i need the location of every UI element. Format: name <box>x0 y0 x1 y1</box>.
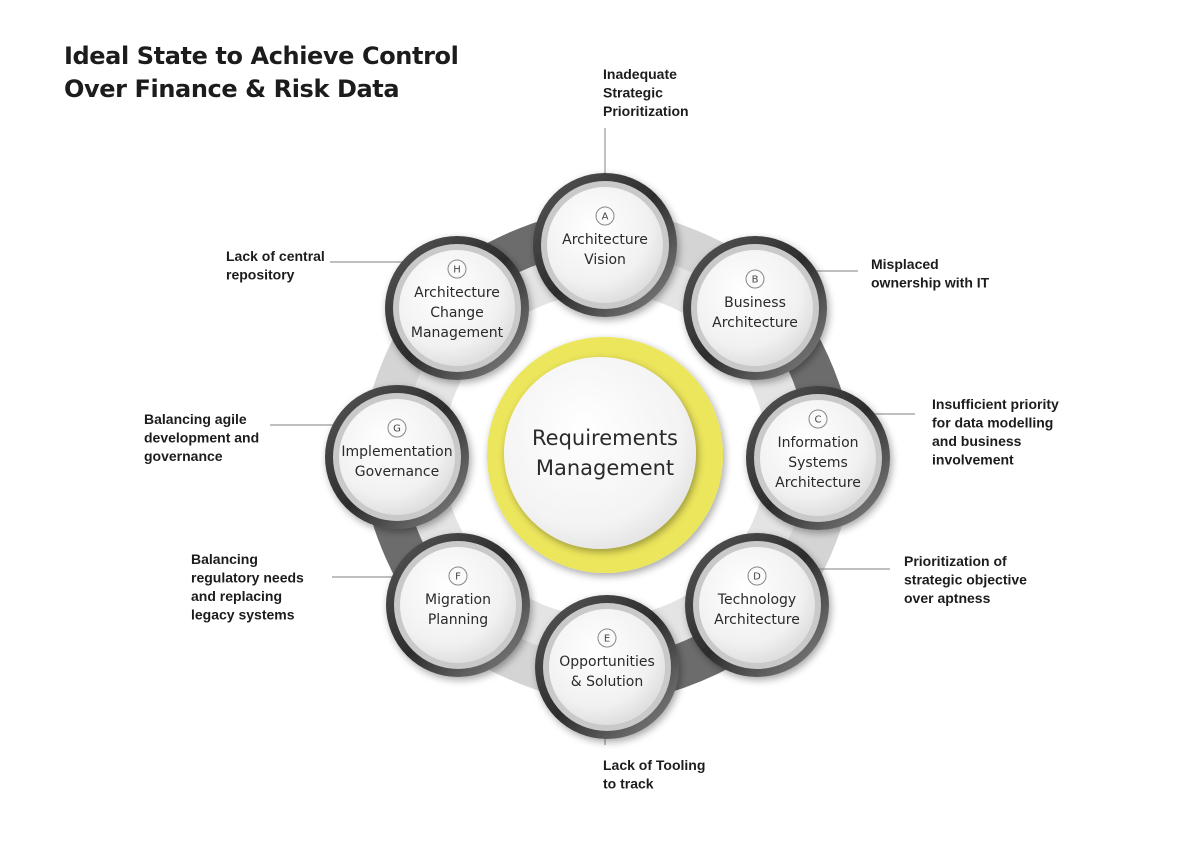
issue-label: Prioritization <box>603 103 689 119</box>
node-letter: D <box>753 572 761 583</box>
issue-label: Balancing agile <box>144 411 247 427</box>
issue-g: Balancing agile development and governance <box>144 411 259 464</box>
center-label: Management <box>536 456 674 480</box>
issue-d: Prioritization of strategic objective over… <box>904 553 1027 606</box>
node-letter: H <box>453 265 461 276</box>
node-letter-badge <box>808 409 828 429</box>
issue-h: Lack of central repository <box>226 248 325 283</box>
node-label: Technology <box>717 592 796 608</box>
node-label: Governance <box>355 464 439 480</box>
node-label: Migration <box>425 592 491 608</box>
node-label: Architecture <box>712 315 798 331</box>
node-disc <box>699 547 815 663</box>
issue-f: Balancing regulatory needs and replacing le… <box>191 551 304 623</box>
node-label: Information <box>777 435 858 451</box>
node-letter-badge <box>447 259 467 279</box>
issue-label: Insufficient priority <box>932 396 1059 412</box>
node-label: Systems <box>788 455 848 471</box>
issue-label: for data modelling <box>932 415 1053 431</box>
node-disc <box>399 250 515 366</box>
issue-label: involvement <box>932 452 1014 468</box>
node-disc <box>339 399 455 515</box>
node-letter-badge <box>747 566 767 586</box>
node-disc <box>547 187 663 303</box>
node-disc <box>549 609 665 725</box>
node-letter-badge <box>595 206 615 226</box>
center-disc <box>504 357 696 549</box>
node-label: & Solution <box>571 674 643 690</box>
issue-label: Strategic <box>603 85 663 101</box>
node-label: Implementation <box>341 444 452 460</box>
issue-labels: InadequateStrategicPrioritizationMisplac… <box>144 66 1059 792</box>
node-disc <box>697 250 813 366</box>
center-label: Requirements <box>532 426 678 450</box>
issue-c: Insufficient priority for data modelling a… <box>932 396 1059 468</box>
node-label: Architecture <box>714 612 800 628</box>
issue-label: Balancing <box>191 551 258 567</box>
node-label: Architecture <box>775 475 861 491</box>
node-letter: B <box>752 275 759 286</box>
node-label: Planning <box>428 612 488 628</box>
issue-label: and replacing <box>191 588 282 604</box>
node-label: Business <box>724 295 786 311</box>
node-letter: G <box>393 424 401 435</box>
issue-label: governance <box>144 448 223 464</box>
issue-label: legacy systems <box>191 607 295 623</box>
issue-label: Inadequate <box>603 66 677 82</box>
node-letter: A <box>602 212 609 223</box>
node-label: Architecture <box>562 232 648 248</box>
node-disc <box>760 400 876 516</box>
node-letter-badge <box>387 418 407 438</box>
node-letter-badge <box>448 566 468 586</box>
issue-label: Lack of Tooling <box>603 757 705 773</box>
node-e: E Opportunities & Solution <box>535 595 679 739</box>
node-letter-badge <box>597 628 617 648</box>
issue-label: ownership with IT <box>871 275 990 291</box>
node-letter: F <box>455 572 461 583</box>
issue-label: Misplaced <box>871 256 939 272</box>
node-label: Opportunities <box>559 654 655 670</box>
issue-label: regulatory needs <box>191 570 304 586</box>
node-label: Architecture <box>414 285 500 301</box>
node-letter: C <box>815 415 822 426</box>
node-layer: AArchitectureVisionBBusinessArchitecture… <box>325 173 890 739</box>
issue-label: development and <box>144 430 259 446</box>
issue-label: and business <box>932 433 1022 449</box>
node-label: Management <box>411 325 504 341</box>
issue-label: Lack of central <box>226 248 325 264</box>
issue-label: to track <box>603 776 654 792</box>
issue-label: over aptness <box>904 590 991 606</box>
issue-label: repository <box>226 267 295 283</box>
node-disc <box>400 547 516 663</box>
page-title: Ideal State to Achieve Control Over Fina… <box>64 42 459 103</box>
node-label: Vision <box>584 252 626 268</box>
issue-label: strategic objective <box>904 572 1027 588</box>
node-label: Change <box>430 305 484 321</box>
node-letter: E <box>604 634 610 645</box>
issue-label: Prioritization of <box>904 553 1007 569</box>
node-letter-badge <box>745 269 765 289</box>
issue-b: Misplaced ownership with IT <box>871 256 990 291</box>
issue-e: Lack of Tooling to track <box>603 757 705 792</box>
